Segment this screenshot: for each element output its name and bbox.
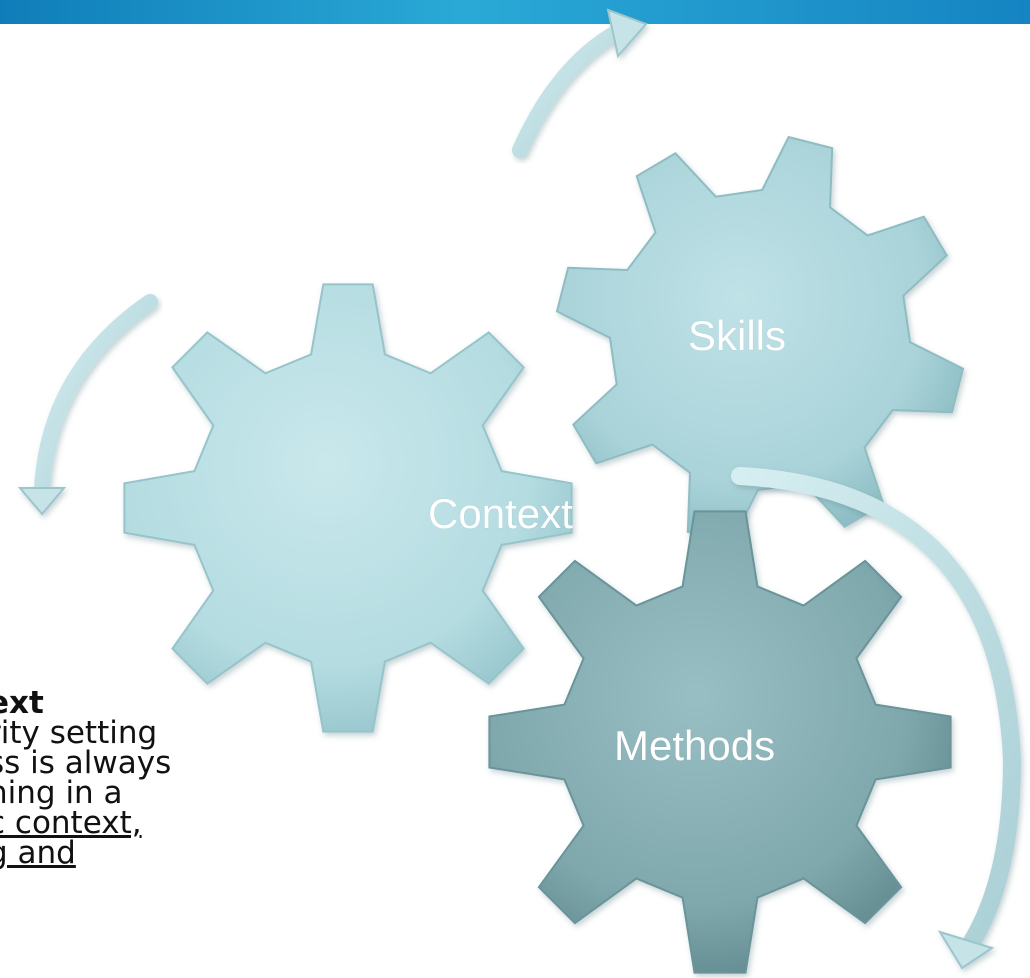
gear-skills	[555, 135, 965, 545]
arrow-left	[17, 294, 158, 516]
side-text-line: c context,	[0, 805, 142, 841]
side-text-line: ss is always	[0, 745, 172, 781]
gear-label-skills: Skills	[688, 312, 787, 359]
header-band	[0, 0, 1030, 24]
side-text-line: g and	[0, 835, 76, 871]
arrow-right	[731, 467, 1022, 970]
side-text-line: ning in a	[0, 775, 123, 811]
gear-label-context: Context	[428, 490, 573, 537]
arrow-top	[512, 8, 648, 158]
gear-label-methods: Methods	[614, 722, 776, 769]
side-text-line: rity setting	[0, 715, 158, 751]
side-text-heading: ext	[0, 685, 44, 721]
gear-context	[123, 283, 573, 733]
side-text-block: ext rity setting ss is always ning in a …	[0, 685, 248, 871]
gear-methods	[488, 510, 952, 974]
